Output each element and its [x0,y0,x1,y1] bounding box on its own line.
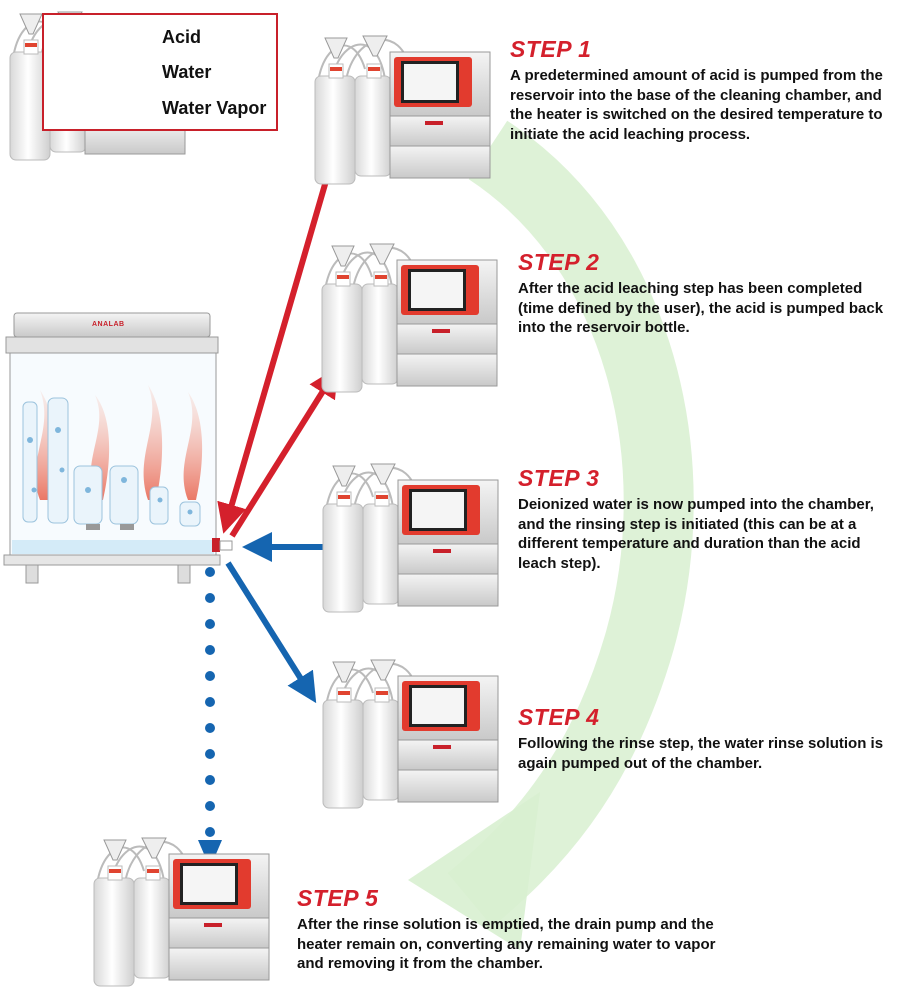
chamber-brand-logo: ANALAB [92,321,125,328]
water-out-arrow [225,561,317,704]
step-5: STEP 5 After the rinse solution is empti… [297,886,737,974]
step-1-title: STEP 1 [510,36,592,62]
vapor-arrow [198,567,222,868]
acid-out-arrow [229,366,339,538]
step-4-text: Following the rinse step, the water rins… [518,735,884,772]
step-3-text: Deionized water is now pumped into the c… [518,496,874,572]
flow-arrows [198,149,339,868]
step-4-title: STEP 4 [518,704,600,730]
step-3-title: STEP 3 [518,465,600,491]
step-5-text: After the rinse solution is emptied, the… [297,916,716,972]
step-2-title: STEP 2 [518,249,600,275]
legend-acid-label: Acid [162,27,202,47]
legend: Acid Water Water Vapor [42,13,278,131]
step-5-title: STEP 5 [297,885,379,911]
step-2-text: After the acid leaching step has been co… [518,280,884,336]
step-2: STEP 2 After the acid leaching step has … [518,250,888,338]
acid-in-arrow [217,149,338,534]
step-1-text: A predetermined amount of acid is pumped… [510,67,883,143]
step-1: STEP 1 A predetermined amount of acid is… [510,37,895,144]
cleaning-chamber [3,312,233,584]
step-4: STEP 4 Following the rinse step, the wat… [518,705,893,773]
legend-water-label: Water [162,62,212,82]
cycle-arrow [408,120,694,950]
step-3: STEP 3 Deionized water is now pumped int… [518,466,896,573]
legend-water-vapor-label: Water Vapor [162,98,267,118]
